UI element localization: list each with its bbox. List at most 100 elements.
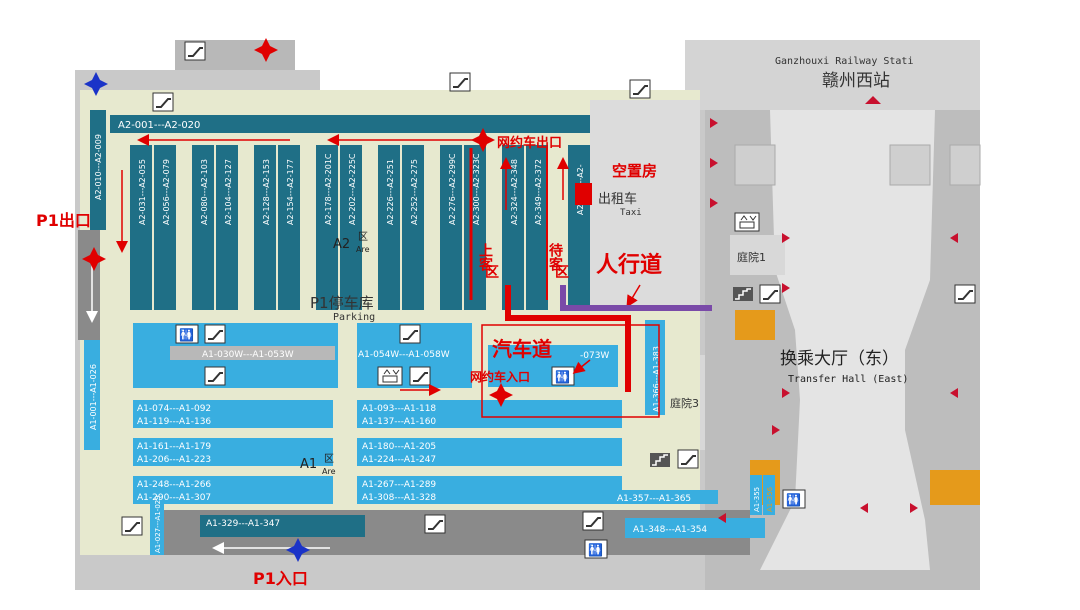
escalator-icon (409, 366, 431, 386)
p1-entrance-marker (286, 538, 310, 562)
direction-marker (950, 388, 958, 398)
transfer-hall-zh: 换乘大厅（东） (780, 349, 899, 369)
a1-block-267 (357, 476, 622, 504)
a1-row-348-label: A1-348---A1-354 (633, 525, 707, 535)
flow-arrow (572, 359, 591, 374)
a2-zone-are: Are (356, 245, 370, 254)
a2-stall-column-label: A2-324---A2-348 (510, 159, 519, 225)
a2-top-row (110, 115, 590, 133)
transfer-hall-en: Transfer Hall (East) (788, 374, 908, 385)
a1-bottom-left-column (150, 500, 164, 555)
escalator-icon (424, 514, 446, 534)
direction-marker (710, 198, 718, 208)
a2-stall-column (254, 145, 276, 310)
escalator-icon (759, 284, 781, 304)
a1-row-137-label: A1-137---A1-160 (362, 417, 436, 427)
a2-stall-column (192, 145, 214, 310)
red-star-marker (254, 38, 278, 62)
a2-left-column-label: A2-010---A2-009 (94, 134, 103, 200)
station-name-zh: 赣州西站 (822, 71, 890, 91)
courtyard-1-box (730, 235, 785, 275)
a2-stall-column-label: A2-154---A2-177 (286, 159, 295, 225)
p1-exit-label: P1出口 (36, 211, 91, 230)
a2-stall-column-label: A2-202---A2-225C (348, 153, 357, 225)
a2-stall-column-label: A2-056---A2-079 (162, 159, 171, 225)
transfer-hall-floor (760, 110, 935, 570)
a2-stall-column (130, 145, 152, 310)
a2-stall-column-label: A2-104---A2-127 (224, 159, 233, 225)
a1-left-column (84, 340, 100, 450)
parking-label-zh: P1停车库 (310, 294, 374, 312)
restroom-icon: 🚻 (175, 324, 199, 344)
a2-stall-column-label: A2-128---A2-153 (262, 159, 271, 225)
escalator-icon (121, 516, 143, 536)
a2-stall-column (502, 145, 524, 310)
direction-marker (782, 233, 790, 243)
a1-row-030-label: A1-030W---A1-053W (202, 350, 294, 360)
pickup-zone-label-2: 区 (485, 265, 499, 281)
a1-row-357-label: A1-357---A1-365 (617, 494, 691, 504)
escalator-icon (582, 511, 604, 531)
a1-block-348 (625, 518, 765, 538)
direction-marker (710, 158, 718, 168)
escalator-icon (449, 72, 471, 92)
a1-block-357 (618, 490, 718, 504)
car-road-box (481, 324, 660, 418)
waiting-zone-label-2: 区 (555, 265, 569, 281)
sidewalk-label: 人行道 (596, 252, 662, 278)
orange-wall-3 (930, 470, 980, 505)
a1-small-column-a (750, 475, 762, 515)
svg-text:🚻: 🚻 (588, 543, 603, 557)
direction-marker (782, 283, 790, 293)
a1-row-180-label: A1-180---A1-205 (362, 442, 436, 452)
a2-stall-column-label: A2-276---A2-299C (448, 153, 457, 225)
escalator-icon (954, 284, 976, 304)
direction-marker (782, 388, 790, 398)
a1-block-248 (133, 476, 333, 504)
flow-arrow (626, 284, 641, 308)
svg-text:🚻: 🚻 (179, 328, 194, 342)
road-right-lane (590, 100, 700, 305)
hall-pillar-3 (949, 144, 981, 186)
a2-stall-column-label: A2-031---A2-055 (138, 159, 147, 225)
a1-zone-suffix: 区 (324, 453, 334, 465)
vacant-room-label: 空置房 (612, 162, 657, 180)
a2-stall-column (526, 145, 548, 310)
a2-stall-column-label: A2-349---A2-372 (534, 159, 543, 225)
a1-row-093-label: A1-093---A1-118 (362, 404, 436, 414)
direction-marker (910, 503, 918, 513)
blue-star-marker (84, 72, 108, 96)
a2-stall-column (402, 145, 424, 310)
a2-stall-column (216, 145, 238, 310)
a1-bottom-left-column-label: A1-027---A1-029 (154, 495, 162, 553)
a1-zone-label: A1 (300, 457, 317, 472)
direction-marker (772, 425, 780, 435)
direction-marker (860, 503, 868, 513)
elevator-icon (377, 366, 403, 386)
direction-marker (710, 118, 718, 128)
a1-block-093 (357, 400, 622, 428)
a2-stall-column (440, 145, 462, 310)
a1-right-column-label: A1-366---A1-383 (652, 346, 661, 412)
ride-hail-exit-label: 网约车出口 (497, 135, 562, 151)
a2-stall-column-label: A2-080---A2-103 (200, 159, 209, 225)
courtyard-3-label: 庭院3 (670, 396, 699, 410)
a1-row-119-label: A1-119---A1-136 (137, 417, 211, 427)
ride-hail-exit-marker (471, 128, 495, 152)
a2-top-row-label: A2-001---A2-020 (118, 120, 200, 131)
p1-exit-marker (82, 247, 106, 271)
a1-row-290-label: A1-290---A1-307 (137, 493, 211, 503)
a1-row-224-label: A1-224---A1-247 (362, 455, 436, 465)
a1-row-073-label: -073W (580, 351, 609, 361)
a2-stall-column (278, 145, 300, 310)
road-left (78, 230, 100, 340)
elevator-icon (734, 212, 760, 232)
a2-stall-column (154, 145, 176, 310)
a2-zone-label: A2 (333, 237, 350, 252)
a1-row-329-label: A1-329---A1-347 (206, 519, 280, 529)
courtyard-1-label: 庭院1 (737, 250, 766, 264)
a1-block-074 (133, 400, 333, 428)
taxi-label-en: Taxi (620, 208, 642, 218)
a1-right-column (645, 320, 665, 415)
escalator-icon (184, 41, 206, 61)
